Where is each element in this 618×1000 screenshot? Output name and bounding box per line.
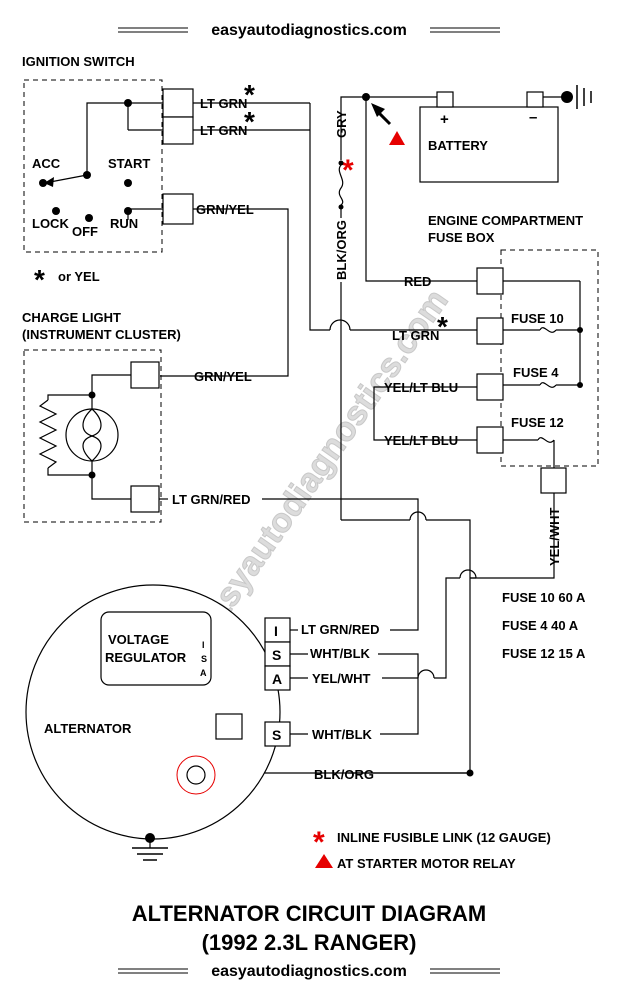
charge-light: CHARGE LIGHT (INSTRUMENT CLUSTER) GRN/YE… [22,310,252,523]
asterisk-icon: * [437,311,448,342]
title-line-1: ALTERNATOR CIRCUIT DIAGRAM [132,901,486,926]
terminal-s2-letter: S [272,727,281,743]
regulator-isa-a: A [200,668,207,678]
wire-yel-wht-vertical: YEL/WHT [547,507,562,566]
terminal-s2-wire: WHT/BLK [312,727,373,742]
fuse-rating-10: FUSE 10 60 A [502,590,586,605]
fuse-box-label-1: ENGINE COMPARTMENT [428,213,583,228]
wire-lt-grn-top: LT GRN [200,96,247,111]
charge-light-label-1: CHARGE LIGHT [22,310,121,325]
battery-minus: – [529,109,537,126]
footer: easyautodiagnostics.com [118,963,500,980]
terminal-a-wire: YEL/WHT [312,671,371,686]
ignition-acc-label: ACC [32,156,61,171]
battery: + – BATTERY [419,85,592,183]
wire-lt-grn-mid: LT GRN [200,123,247,138]
title-line-2: (1992 2.3L RANGER) [202,930,417,955]
starter-relay-triangle-icon [315,854,333,868]
regulator-isa-i: I [202,640,205,650]
battery-plus: + [440,111,449,128]
wire-blk-org-output: BLK/ORG [314,767,374,782]
wire-yel-lt-blu-2: YEL/LT BLU [384,433,458,448]
wire-red: RED [404,274,431,289]
regulator-label-2: REGULATOR [105,650,187,665]
battery-label: BATTERY [428,138,488,153]
terminal-i-letter: I [274,623,278,639]
ignition-off-label: OFF [72,224,98,239]
terminal-s-letter: S [272,647,281,663]
asterisk-icon: * [244,106,255,137]
terminal-s-wire: WHT/BLK [310,646,371,661]
asterisk-legend: or YEL [58,269,100,284]
ignition-start-label: START [108,156,150,171]
wire-lt-grn-fuse: LT GRN [392,328,439,343]
header-site: easyautodiagnostics.com [211,22,407,39]
alternator-terminals: I S A S LT GRN/RED WHT/BLK YEL/WHT WHT/B… [262,498,477,777]
ignition-switch-label: IGNITION SWITCH [22,54,135,69]
ignition-wires: LT GRN LT GRN * * LT GRN * GRN/YEL [160,79,477,377]
regulator-isa-s: S [201,654,207,664]
fusible-link-asterisk: * [313,826,325,859]
fuse-rating-12: FUSE 12 15 A [502,646,586,661]
fuse-rating-4: FUSE 4 40 A [502,618,579,633]
footer-site: easyautodiagnostics.com [211,963,407,980]
fuse-box-label-2: FUSE BOX [428,230,495,245]
main-feed: GRY * BLK/ORG RED [216,93,477,774]
asterisk-icon: * [34,264,45,295]
charge-light-label-2: (INSTRUMENT CLUSTER) [22,327,181,342]
legend-fusible-link: INLINE FUSIBLE LINK (12 GAUGE) [337,830,551,845]
wire-grn-yel-run: GRN/YEL [196,202,254,217]
wire-lt-grn-red-charge: LT GRN/RED [172,492,250,507]
fuse-10-label: FUSE 10 [511,311,564,326]
legend: * INLINE FUSIBLE LINK (12 GAUGE) AT STAR… [313,826,551,871]
header: easyautodiagnostics.com [118,22,500,39]
legend-starter-relay: AT STARTER MOTOR RELAY [337,856,516,871]
regulator-label-1: VOLTAGE [108,632,169,647]
ignition-lock-label: LOCK [32,216,69,231]
alternator: VOLTAGE REGULATOR I S A ALTERNATOR BLK/O… [25,584,374,861]
ignition-run-label: RUN [110,216,138,231]
fuse-box: ENGINE COMPARTMENT FUSE BOX FUSE 10 FUSE… [373,213,599,579]
wire-yel-lt-blu-1: YEL/LT BLU [384,380,458,395]
fuse-4-label: FUSE 4 [513,365,559,380]
ignition-switch: IGNITION SWITCH ACC START LOCK OFF RUN [22,54,194,253]
diagram-title: ALTERNATOR CIRCUIT DIAGRAM (1992 2.3L RA… [132,901,486,955]
terminal-a-letter: A [272,671,282,687]
alternator-label: ALTERNATOR [44,721,132,736]
wire-gry: GRY [334,110,349,138]
fusible-link-asterisk-top: * [342,154,354,187]
terminal-i-wire: LT GRN/RED [301,622,379,637]
fuse-12-label: FUSE 12 [511,415,564,430]
wire-blk-org-vertical: BLK/ORG [334,220,349,280]
wire-grn-yel-charge: GRN/YEL [194,369,252,384]
asterisk-icon: * [244,79,255,110]
fuse-ratings: FUSE 10 60 A FUSE 4 40 A FUSE 12 15 A [502,590,586,661]
